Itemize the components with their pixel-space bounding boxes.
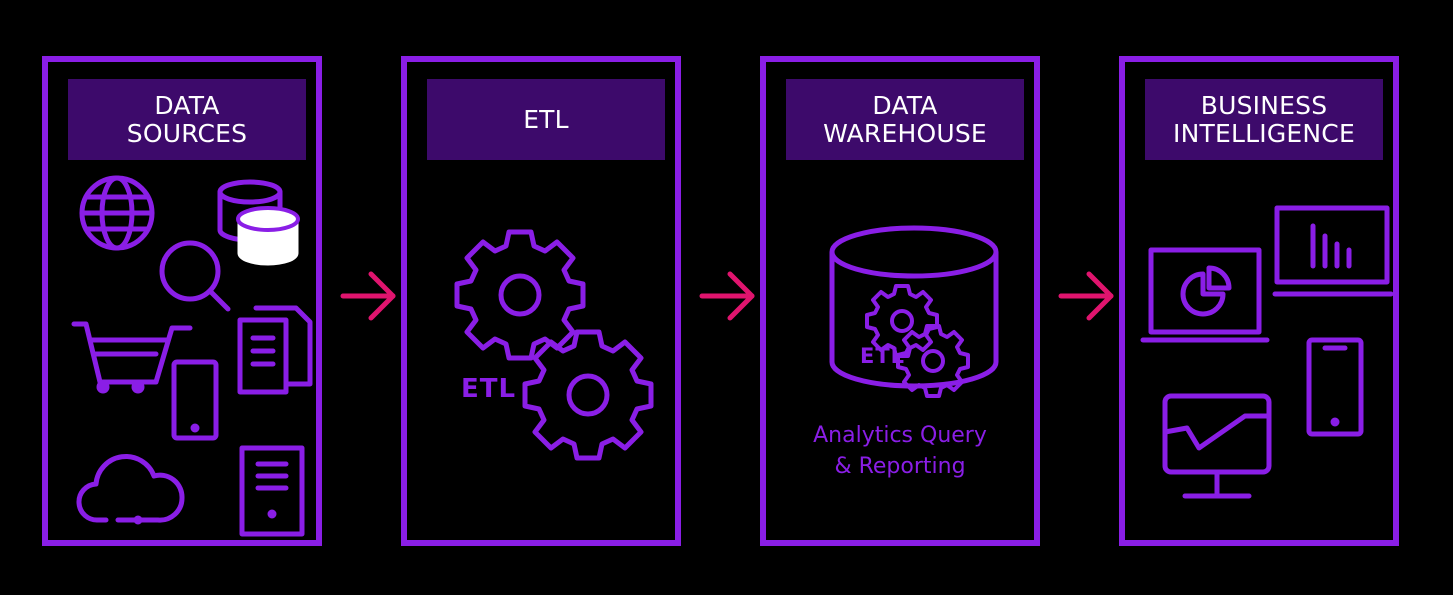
data-sources-panel: DATA SOURCES <box>42 56 322 546</box>
panel-title: DATA SOURCES <box>68 79 306 160</box>
mobile-icon <box>171 359 219 441</box>
mobile-icon <box>1306 337 1364 437</box>
gear-icon <box>454 229 586 361</box>
etl-label: ETL <box>461 374 517 404</box>
cart-icon <box>71 321 193 394</box>
laptop-bar-chart-icon <box>1272 205 1393 297</box>
analytics-caption: Analytics Query & Reporting <box>813 423 987 479</box>
laptop-pie-chart-icon <box>1140 247 1270 343</box>
cloud-icon <box>76 454 185 525</box>
gear-icon <box>865 284 939 358</box>
panel-title: DATA WAREHOUSE <box>786 79 1024 160</box>
etl-label: ETL <box>860 344 906 368</box>
server-icon <box>239 445 305 537</box>
gear-icon <box>522 329 654 461</box>
etl-panel: ETL ETL <box>401 56 681 546</box>
database-icon <box>829 225 999 389</box>
panel-title: ETL <box>427 79 665 160</box>
monitor-line-chart-icon <box>1162 393 1272 499</box>
business-intelligence-panel: BUSINESS INTELLIGENCE <box>1119 56 1399 546</box>
documents-icon <box>237 305 313 395</box>
data-warehouse-panel: DATA WAREHOUSE ETL Analytics Query & Rep… <box>760 56 1040 546</box>
database-icon <box>217 179 300 266</box>
globe-icon <box>79 175 155 251</box>
search-icon <box>159 240 231 312</box>
arrow-icon <box>340 271 396 321</box>
arrow-icon <box>699 271 755 321</box>
panel-title: BUSINESS INTELLIGENCE <box>1145 79 1383 160</box>
gear-icon <box>896 324 970 398</box>
arrow-icon <box>1058 271 1114 321</box>
